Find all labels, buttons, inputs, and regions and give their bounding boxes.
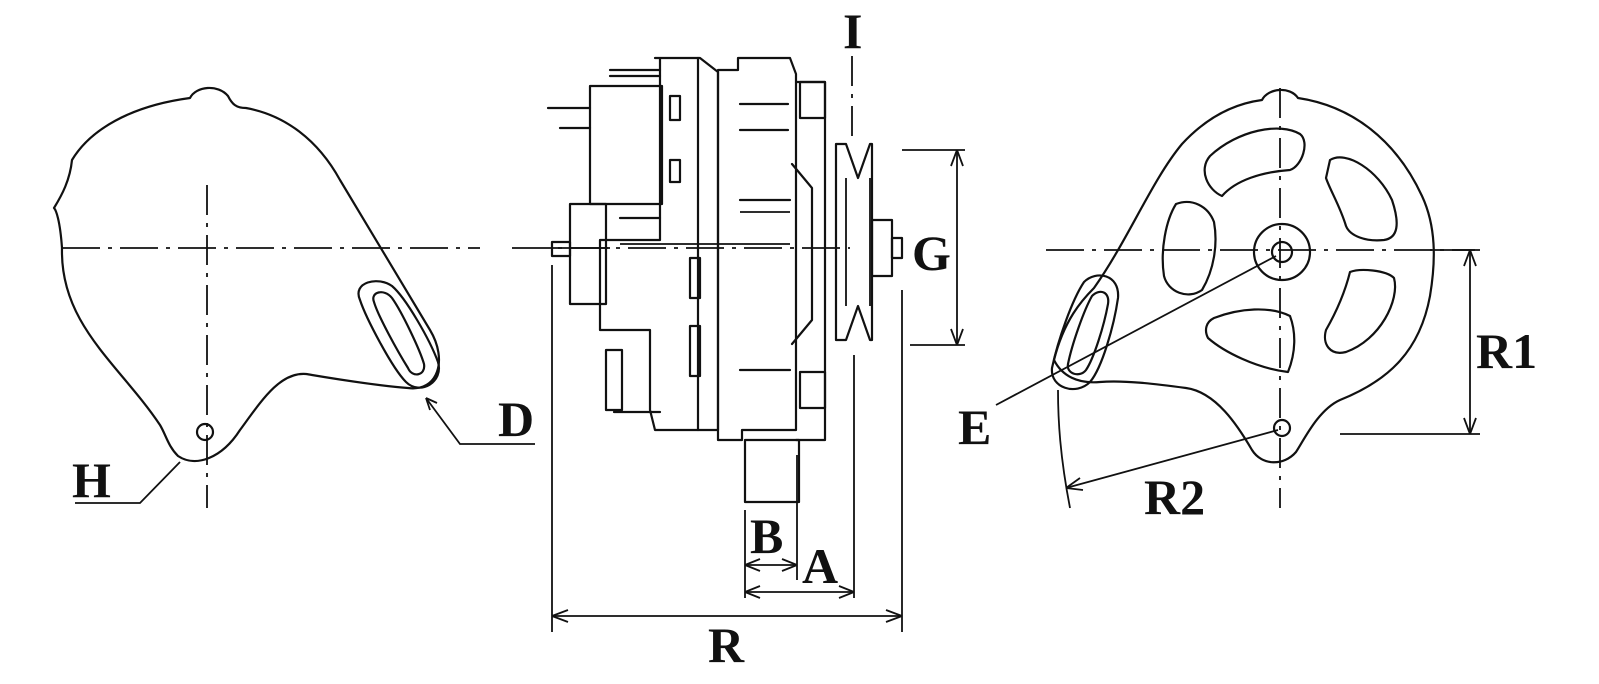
leader-d bbox=[425, 397, 535, 445]
leader-e bbox=[995, 255, 1277, 406]
right-slot-outer bbox=[1050, 274, 1120, 391]
label-b: B bbox=[750, 508, 783, 564]
label-g: G bbox=[912, 225, 951, 281]
vent-bottom bbox=[1204, 308, 1296, 374]
dim-r2-arc bbox=[1057, 389, 1071, 509]
hub-outer bbox=[1252, 222, 1312, 282]
right-view bbox=[995, 88, 1480, 509]
label-h: H bbox=[72, 452, 111, 508]
vent-top bbox=[1203, 127, 1306, 198]
label-d: D bbox=[498, 391, 534, 447]
regulator-block bbox=[588, 84, 664, 206]
vent-left bbox=[1161, 200, 1217, 296]
vent-right-upper bbox=[1324, 156, 1398, 242]
right-mount-hole bbox=[1272, 418, 1292, 438]
label-e: E bbox=[958, 399, 991, 455]
mount-foot bbox=[743, 438, 801, 504]
label-i: I bbox=[843, 3, 862, 59]
label-r: R bbox=[708, 617, 745, 673]
left-slot-outer bbox=[357, 280, 441, 389]
right-housing-outline bbox=[1052, 88, 1435, 464]
rear-housing bbox=[598, 56, 720, 432]
pulley bbox=[834, 142, 874, 342]
label-a: A bbox=[802, 538, 838, 594]
label-r1: R1 bbox=[1476, 323, 1537, 379]
center-view bbox=[512, 56, 965, 632]
labels: H D I G B A R E R1 R2 bbox=[72, 3, 1537, 673]
hub-inner bbox=[1270, 240, 1294, 264]
vent-right-lower bbox=[1323, 268, 1397, 354]
pulley-nut bbox=[870, 218, 894, 278]
dim-r2-line bbox=[1065, 429, 1279, 489]
arrow-d bbox=[425, 397, 438, 411]
left-housing-outline bbox=[52, 86, 440, 463]
label-r2: R2 bbox=[1144, 469, 1205, 525]
left-slot-inner bbox=[372, 291, 426, 376]
stator bbox=[716, 56, 798, 442]
left-mount-hole bbox=[195, 422, 215, 442]
right-slot-inner bbox=[1066, 290, 1110, 376]
leader-h bbox=[75, 461, 181, 504]
left-view bbox=[52, 86, 535, 508]
